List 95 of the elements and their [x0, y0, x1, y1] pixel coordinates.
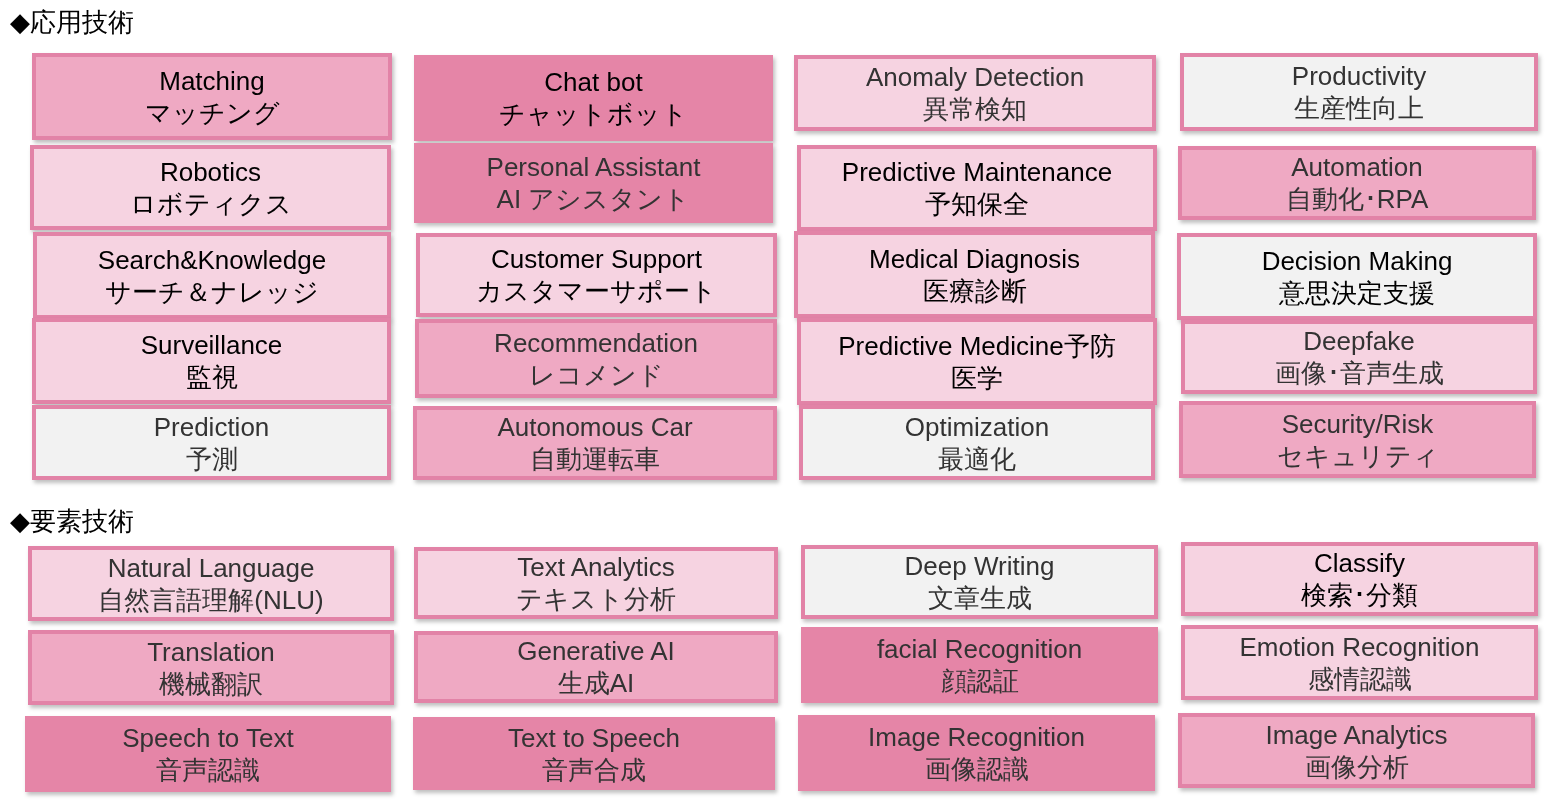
term-box [1178, 146, 1536, 220]
term-box [801, 627, 1158, 703]
term-box [32, 405, 391, 480]
english-term: Optimization [904, 410, 1050, 443]
term-box [28, 546, 394, 621]
term-box [28, 630, 394, 705]
japanese-term: テキスト分析 [516, 583, 676, 615]
english-term: Search&Knowledge [97, 243, 327, 276]
english-term: Text to Speech [508, 721, 680, 754]
japanese-term: 音声合成 [542, 753, 646, 786]
japanese-term: 最適化 [938, 442, 1016, 475]
english-term: Robotics [159, 155, 262, 188]
term-box [416, 233, 777, 317]
english-term: Anomaly Detection [865, 61, 1085, 93]
term-box [797, 145, 1157, 231]
english-term: Recommendation [494, 326, 698, 359]
japanese-term: 画像･音声生成 [1274, 357, 1444, 389]
english-term: Security/Risk [1281, 407, 1434, 440]
english-term: Image Recognition [868, 721, 1085, 753]
english-term: Speech to Text [122, 722, 294, 754]
english-term: Image Analytics [1265, 718, 1448, 751]
japanese-term: 予知保全 [925, 188, 1029, 220]
japanese-term: マッチング [144, 96, 280, 129]
japanese-term: 検索･分類 [1301, 579, 1418, 611]
term-box [414, 547, 778, 619]
term-label: Predictive Medicine予防医学 [837, 329, 1117, 394]
english-term: Translation [147, 635, 275, 668]
english-term: Matching [159, 64, 265, 97]
term-box [801, 545, 1158, 619]
japanese-term: 顔認証 [940, 665, 1019, 697]
term-box [414, 631, 778, 703]
english-term: Predictive Maintenance [841, 156, 1113, 188]
term-box [413, 406, 777, 480]
english-term: Automation [1291, 151, 1423, 183]
term-box [1181, 542, 1538, 616]
term-box [798, 715, 1155, 791]
japanese-term: サーチ＆ナレッジ [105, 275, 319, 308]
japanese-term: チャットボット [499, 98, 688, 130]
english-term: Surveillance [140, 329, 283, 361]
japanese-term: 意思決定支援 [1279, 276, 1435, 309]
english-term: Classify [1314, 547, 1405, 579]
japanese-term: AI アシスタント [496, 183, 691, 215]
english-term: Emotion Recognition [1239, 630, 1480, 663]
japanese-term: 機械翻訳 [159, 667, 263, 700]
japanese-term: 監視 [185, 361, 238, 393]
term-box [33, 232, 391, 319]
english-term: Decision Making [1261, 244, 1453, 277]
english-term: Autonomous Car [497, 411, 693, 443]
term-box [1179, 401, 1536, 478]
term-box [30, 145, 391, 230]
japanese-term: 自動運転車 [530, 443, 660, 475]
english-term: Deepfake [1303, 325, 1415, 357]
japanese-term: 感情認識 [1307, 662, 1412, 695]
term-box [32, 53, 392, 140]
japanese-term: 生成AI [557, 667, 635, 699]
english-term: Medical Diagnosis [869, 242, 1080, 275]
japanese-term: レコメンド [528, 358, 664, 391]
english-term: Deep Writing [904, 550, 1055, 582]
english-term: Chat bot [544, 66, 643, 98]
english-term: Personal Assistant [486, 151, 701, 183]
english-term: Productivity [1291, 60, 1427, 92]
term-box [1178, 713, 1535, 788]
english-term: Customer Support [491, 243, 702, 275]
japanese-term: 自然言語理解(NLU) [98, 583, 324, 616]
japanese-term: カスタマーサポート [476, 275, 717, 307]
japanese-term: ロボティクス [129, 187, 292, 220]
term-box [414, 143, 773, 223]
term-box [1177, 233, 1537, 320]
japanese-term: 画像分析 [1304, 750, 1409, 783]
english-term: Generative AI [517, 635, 675, 667]
term-box [414, 55, 773, 141]
english-term: facial Recognition [876, 633, 1083, 665]
english-term: Text Analytics [517, 551, 675, 583]
term-box [32, 318, 391, 404]
term-box [25, 716, 391, 792]
english-term: Natural Language [107, 551, 315, 584]
japanese-term: 予測 [185, 442, 238, 475]
japanese-term: 音声認識 [156, 754, 260, 786]
english-term: Prediction [153, 410, 270, 443]
section-heading: ◆要素技術 [10, 505, 134, 537]
term-box [799, 405, 1155, 480]
japanese-term: 文章生成 [927, 582, 1032, 614]
japanese-term: 医療診断 [922, 274, 1027, 307]
term-box [794, 55, 1156, 131]
japanese-term: 異常検知 [923, 93, 1027, 125]
term-box [415, 319, 777, 398]
term-box [1181, 320, 1537, 394]
japanese-term: 画像認識 [924, 753, 1029, 785]
japanese-term: 自動化･RPA [1285, 183, 1429, 215]
term-box [1180, 53, 1538, 131]
term-box [413, 717, 775, 790]
japanese-term: セキュリティ [1276, 439, 1439, 472]
term-box [1181, 625, 1538, 700]
japanese-term: 生産性向上 [1294, 92, 1424, 124]
section-heading: ◆応用技術 [10, 6, 134, 38]
